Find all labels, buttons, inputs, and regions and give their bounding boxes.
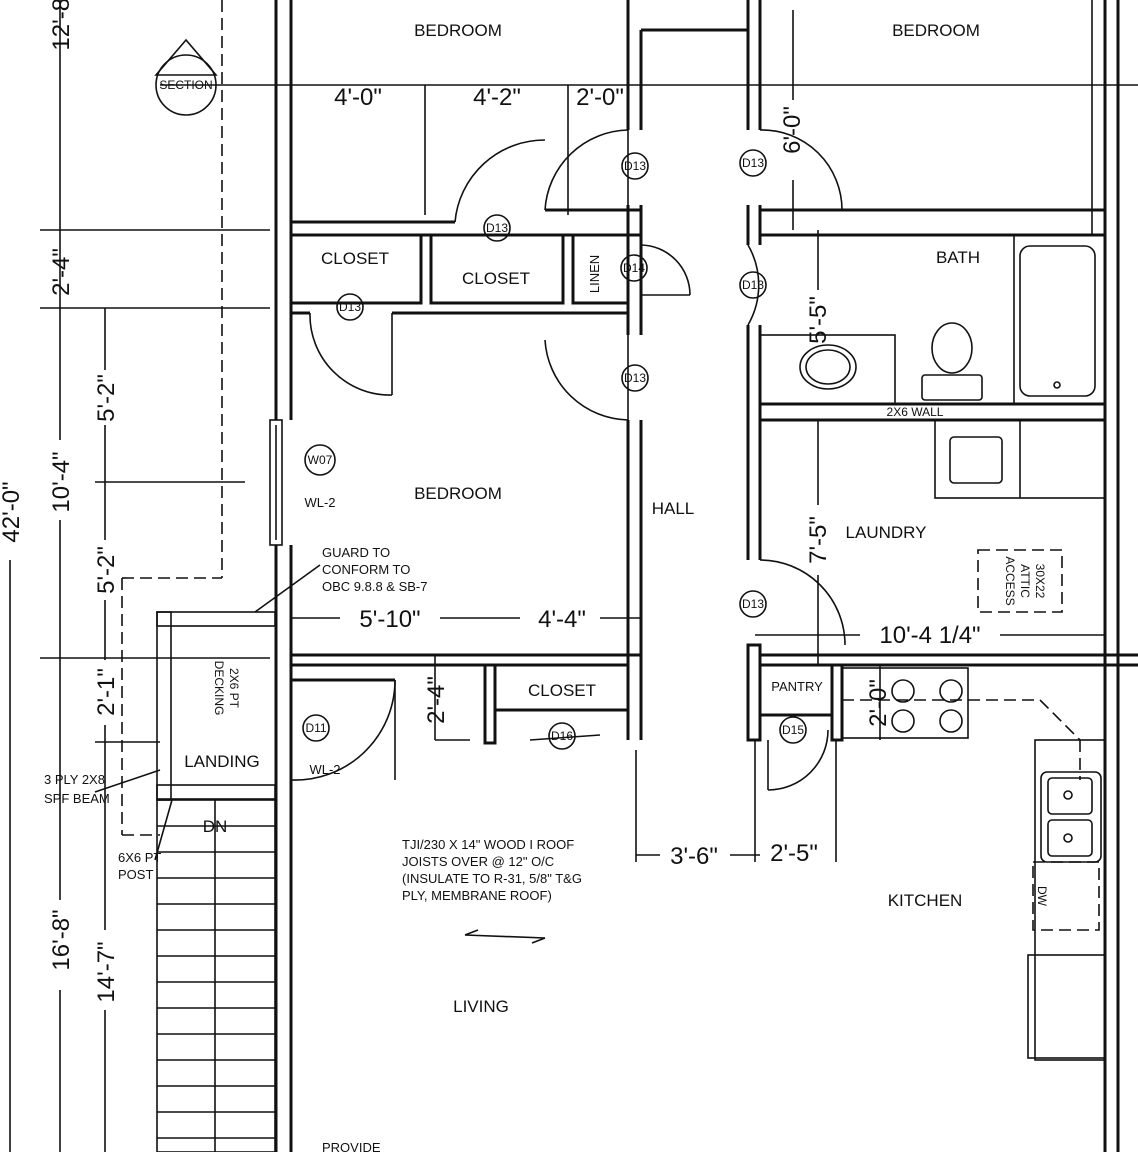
joist-note: JOISTS OVER @ 12" O/C — [402, 854, 554, 869]
dashed-lines — [121, 0, 1106, 1152]
section-label: SECTION — [159, 78, 212, 92]
tag-d14: D14 — [623, 261, 645, 275]
decking-note: DECKING — [212, 661, 226, 716]
fixtures — [464, 234, 1106, 1061]
dim-5-10: 5'-10" — [359, 606, 420, 633]
beam-note: SPF BEAM — [44, 791, 110, 806]
door-tags: D13 D13 D13 D14 D13 D13 D13 W07 D13 D11 … — [302, 149, 807, 750]
room-closet-2: CLOSET — [462, 269, 530, 288]
tag-d13: D13 — [339, 300, 361, 314]
joist-note: PLY, MEMBRANE ROOF) — [402, 888, 552, 903]
room-closet-3: CLOSET — [528, 681, 596, 700]
dim-7-5: 7'-5" — [805, 516, 832, 564]
tag-d13: D13 — [624, 371, 646, 385]
post-note: POST — [118, 867, 153, 882]
dim-5-5: 5'-5" — [805, 296, 832, 344]
tag-d15: D15 — [782, 723, 804, 737]
dim-3-6: 3'-6" — [670, 843, 718, 870]
tag-d13: D13 — [742, 597, 764, 611]
wall-note: 2X6 WALL — [887, 405, 944, 419]
tag-d13: D13 — [742, 156, 764, 170]
dim-2-5: 2'-5" — [770, 840, 818, 867]
room-laundry: LAUNDRY — [846, 523, 927, 542]
dimension-labels: 4'-0" 4'-2" 2'-0" 6'-0" 5'-5" 7'-5" 10'-… — [0, 0, 981, 1003]
dim-left-14-7: 14'-7" — [93, 941, 120, 1002]
provide-note: PROVIDE — [322, 1140, 381, 1152]
room-pantry: PANTRY — [771, 679, 823, 694]
dim-2-0: 2'-0" — [865, 679, 892, 727]
room-bedroom-top-right: BEDROOM — [892, 21, 980, 40]
joist-note: (INSULATE TO R-31, 5/8" T&G — [402, 871, 582, 886]
dim-left-10-4: 10'-4" — [48, 451, 75, 512]
dim-left-16-8: 16'-8" — [48, 909, 75, 970]
room-living: LIVING — [453, 997, 509, 1016]
wl2-label: WL-2 — [309, 762, 340, 777]
room-hall: HALL — [652, 499, 695, 518]
joist-note: TJI/230 X 14" WOOD I ROOF — [402, 837, 574, 852]
attic-note: ATTIC — [1018, 564, 1032, 598]
notes: 2X6 WALL WL-2 WL-2 GUARD TO CONFORM TO O… — [44, 405, 1049, 1152]
attic-note: 30X22 — [1033, 564, 1047, 599]
dim-2-4-closet: 2'-4" — [423, 676, 450, 724]
room-kitchen: KITCHEN — [888, 891, 963, 910]
tag-d13: D13 — [742, 278, 764, 292]
dim-6-0: 6'-0" — [779, 106, 806, 154]
dishwasher-label: DW — [1035, 886, 1049, 907]
guard-note-line: OBC 9.8.8 & SB-7 — [322, 579, 428, 594]
guard-note-line: GUARD TO — [322, 545, 390, 560]
tag-d11: D11 — [305, 721, 326, 735]
tag-w07: W07 — [308, 453, 333, 467]
room-labels: BEDROOM BEDROOM CLOSET CLOSET LINEN BATH… — [184, 21, 980, 1016]
dim-top-4-2: 4'-2" — [473, 84, 521, 111]
dim-top-2-0: 2'-0" — [576, 84, 624, 111]
dim-left-12-8: 12'-8" — [48, 0, 75, 51]
dim-top-4-0: 4'-0" — [334, 84, 382, 111]
dim-left-2-1: 2'-1" — [93, 668, 120, 716]
dim-left-42-0: 42'-0" — [0, 481, 25, 542]
stair-direction: DN — [203, 817, 228, 836]
beam-note: 3 PLY 2X8 — [44, 772, 105, 787]
walls — [269, 0, 1138, 1152]
guard-note-line: CONFORM TO — [322, 562, 410, 577]
tag-d13: D13 — [486, 221, 508, 235]
room-linen: LINEN — [587, 255, 602, 293]
doors — [290, 129, 846, 791]
room-closet-1: CLOSET — [321, 249, 389, 268]
dim-4-4: 4'-4" — [538, 606, 586, 633]
tag-d13: D13 — [624, 159, 646, 173]
landing-stairs — [94, 611, 276, 1152]
tag-d16: D16 — [551, 729, 573, 743]
dim-left-5-2-b: 5'-2" — [93, 546, 120, 594]
room-bedroom-main: BEDROOM — [414, 484, 502, 503]
wl2-label: WL-2 — [304, 495, 335, 510]
dim-left-2-4: 2'-4" — [48, 248, 75, 296]
post-note: 6X6 PT — [118, 850, 161, 865]
dim-left-5-2-a: 5'-2" — [93, 374, 120, 422]
room-bedroom-top-left: BEDROOM — [414, 21, 502, 40]
room-landing: LANDING — [184, 752, 260, 771]
section-marker: SECTION — [154, 38, 218, 116]
dimension-lines — [9, 0, 1138, 1152]
room-bath: BATH — [936, 248, 980, 267]
attic-note: ACCESS — [1003, 556, 1017, 605]
dim-10-4-1-4: 10'-4 1/4" — [879, 622, 980, 649]
decking-note: 2X6 PT — [227, 668, 241, 709]
